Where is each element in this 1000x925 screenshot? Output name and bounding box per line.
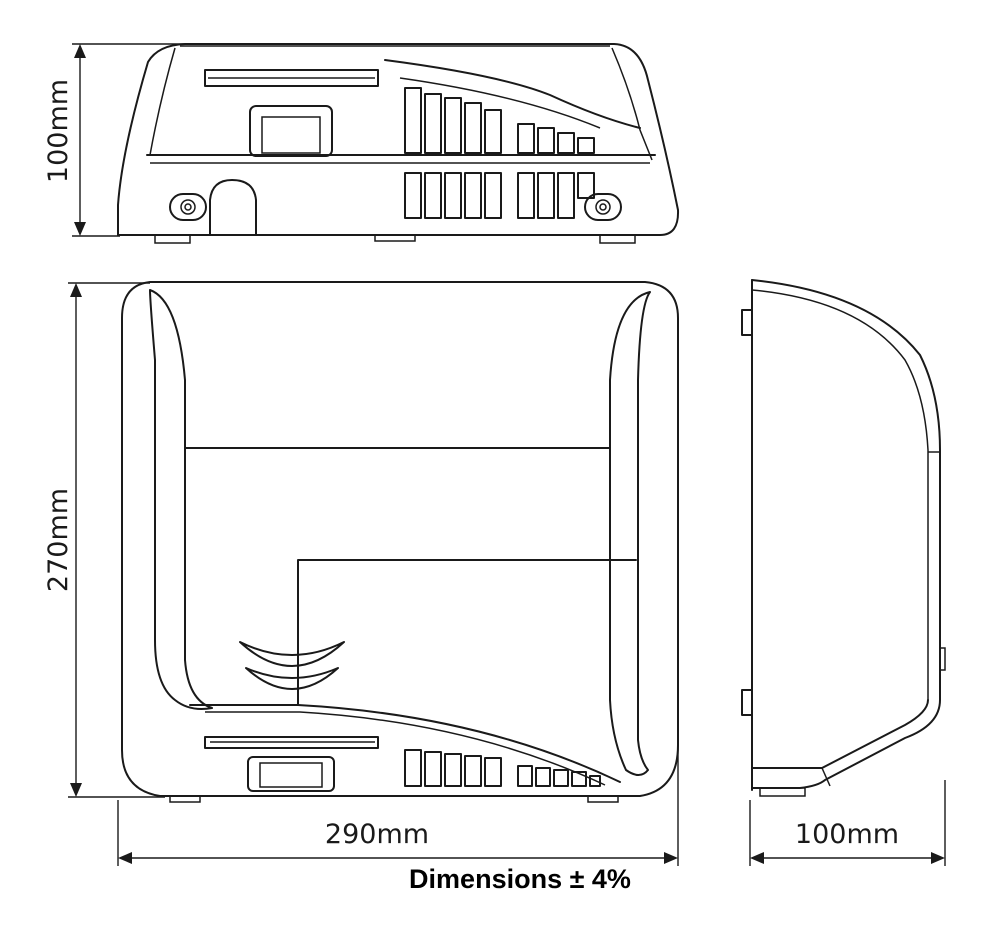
top-height-dimension (72, 43, 190, 237)
side-depth-label: 100mm (795, 819, 899, 850)
front-height-label: 270mm (43, 488, 74, 592)
top-view-screw-left (169, 193, 207, 221)
tolerance-note: Dimensions ± 4% (409, 864, 631, 894)
side-depth-dimension (749, 780, 946, 866)
front-width-dimension (117, 745, 679, 866)
top-height-label: 100mm (43, 79, 74, 183)
front-view-vents (404, 749, 601, 787)
top-view (117, 43, 680, 244)
top-view-vents-lower (404, 172, 595, 219)
side-view (741, 279, 946, 797)
front-height-dimension (68, 282, 165, 798)
front-width-label: 290mm (325, 819, 429, 850)
top-view-vents-upper (404, 87, 595, 154)
chevron-arrows (239, 641, 345, 690)
front-view (121, 281, 679, 803)
top-view-screw-right (584, 193, 622, 221)
